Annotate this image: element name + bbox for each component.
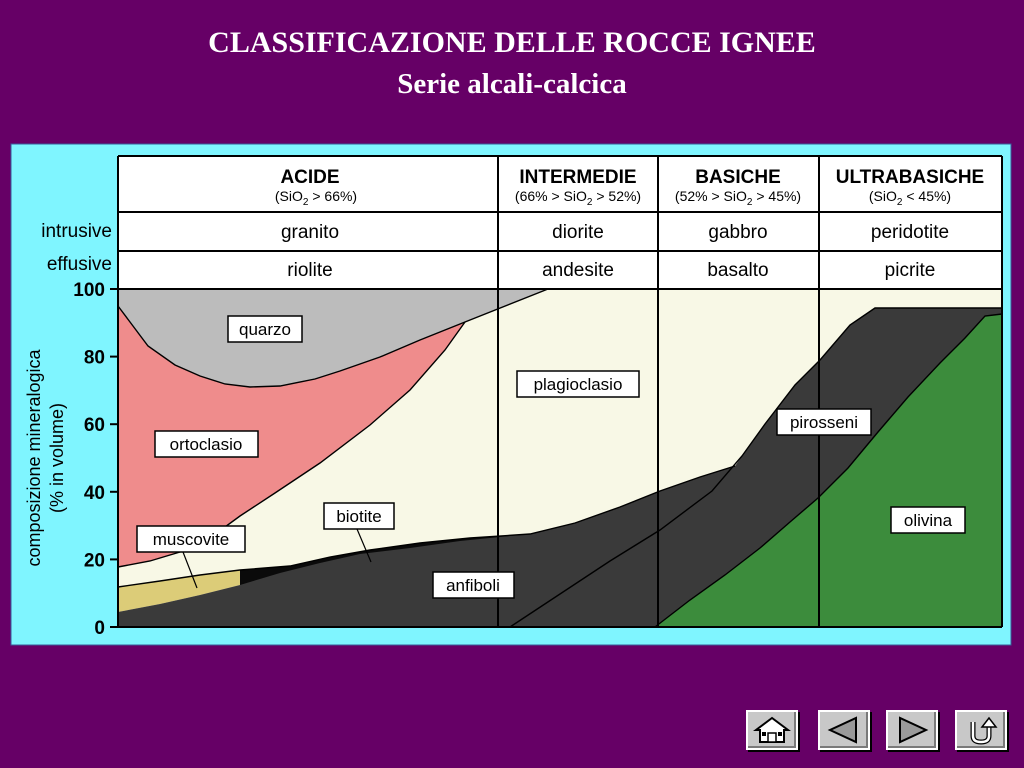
y-tick-label: 100 (73, 280, 105, 301)
home-icon (753, 716, 791, 743)
label-box-anfiboli: anfiboli (432, 571, 515, 599)
sio2-range-intermedie: (66% > SiO2 > 52%) (515, 188, 641, 208)
label-box-quarzo: quarzo (227, 315, 303, 343)
page-title: CLASSIFICAZIONE DELLE ROCCE IGNEE (208, 26, 816, 59)
y-tick-label: 0 (94, 618, 105, 639)
page-subtitle: Serie alcali-calcica (397, 68, 627, 100)
return-button[interactable] (955, 710, 1007, 750)
sio2-range-basiche: (52% > SiO2 > 45%) (675, 188, 801, 208)
row-label-intrusive: intrusive (41, 221, 112, 242)
mineral-label-quarzo: quarzo (239, 320, 291, 339)
rock-basalto: basalto (707, 260, 768, 281)
next-arrow-icon (899, 716, 929, 744)
column-header-basiche: BASICHE (695, 167, 781, 188)
y-axis-label-line1: composizione mineralogica (24, 348, 44, 566)
column-header-intermedie: INTERMEDIE (519, 167, 636, 188)
field-boundaries (117, 288, 1003, 628)
sio2-range-acide: (SiO2 > 66%) (275, 188, 357, 208)
label-box-plagioclasio: plagioclasio (516, 370, 640, 398)
mineral-label-ortoclasio: ortoclasio (170, 435, 243, 454)
row-label-effusive: effusive (47, 254, 112, 275)
label-box-muscovite: muscovite (136, 525, 246, 553)
next-button[interactable] (886, 710, 938, 750)
field-ortoclasio (118, 306, 465, 567)
mineral-label-pirosseni: pirosseni (790, 413, 858, 432)
rock-gabbro: gabbro (708, 222, 767, 243)
field-quarzo (118, 289, 548, 387)
rock-riolite: riolite (287, 260, 332, 281)
table-grid (110, 155, 1003, 628)
rock-diorite: diorite (552, 222, 604, 243)
mineral-label-muscovite: muscovite (153, 530, 230, 549)
previous-button[interactable] (818, 710, 870, 750)
rock-peridotite: peridotite (871, 222, 949, 243)
y-axis: 0 20 40 60 80 100 (73, 280, 119, 639)
mineral-label-olivina: olivina (904, 511, 953, 530)
rock-granito: granito (281, 222, 339, 243)
rock-andesite: andesite (542, 260, 614, 281)
home-button[interactable] (746, 710, 798, 750)
header-table (118, 156, 1002, 290)
return-icon (970, 716, 998, 745)
label-box-pirosseni: pirosseni (776, 408, 872, 436)
mineral-label-biotite: biotite (336, 507, 381, 526)
label-box-biotite: biotite (323, 502, 395, 530)
rock-picrite: picrite (885, 260, 936, 281)
field-olivina (655, 314, 1002, 627)
y-tick-label: 60 (84, 415, 105, 436)
sio2-range-ultrabasiche: (SiO2 < 45%) (869, 188, 951, 208)
label-box-ortoclasio: ortoclasio (154, 430, 259, 458)
mineral-label-plagioclasio: plagioclasio (534, 375, 623, 394)
y-tick-label: 80 (84, 348, 105, 369)
label-pointers (182, 528, 372, 589)
label-box-olivina: olivina (890, 506, 966, 534)
y-tick-label: 40 (84, 483, 105, 504)
previous-arrow-icon (827, 716, 857, 744)
column-header-acide: ACIDE (280, 167, 339, 188)
y-axis-label-line2: (% in volume) (47, 403, 67, 513)
mineral-label-anfiboli: anfiboli (446, 576, 500, 595)
y-tick-label: 20 (84, 550, 105, 571)
column-header-ultrabasiche: ULTRABASICHE (836, 167, 984, 188)
